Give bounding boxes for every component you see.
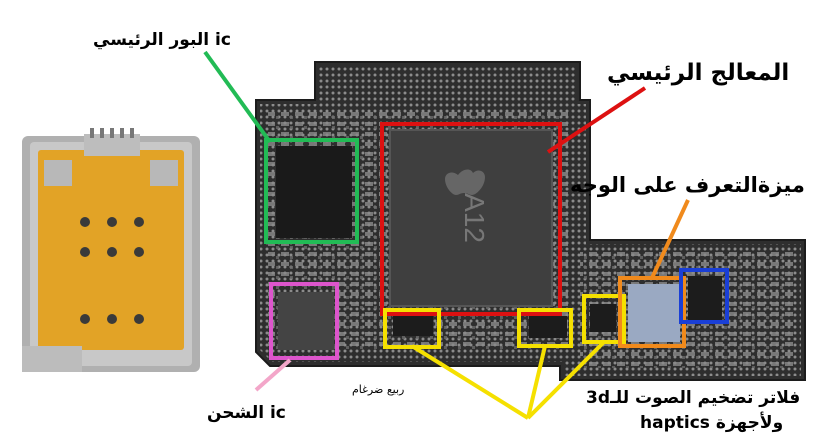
credit-label: ربيع ضرغام	[352, 383, 405, 396]
audio-amp-chip-1	[393, 316, 433, 336]
a12-processor-chip: A12	[389, 129, 553, 307]
power-ic-chip	[276, 146, 352, 238]
sim-tray-connector	[22, 128, 200, 372]
face-id-chip-2	[688, 276, 722, 320]
charging-ic-chip	[278, 292, 334, 350]
face-id-blue-box	[679, 268, 729, 324]
power-ic-label: ic البور الرئيسي	[93, 30, 231, 50]
audio-amp-chip-3	[590, 304, 616, 332]
charging-ic-box	[269, 282, 339, 360]
face-id-label: ميزةالتعرف على الوجه	[570, 173, 805, 197]
pointer-lines	[203, 50, 690, 420]
audio-amp-label-line2: ولأجهزة haptics	[640, 413, 784, 433]
audio-amp-label-line1: فلاتر تضخيم الصوت للـ3d	[586, 388, 801, 408]
charging-ic-label: ic الشحن	[207, 403, 286, 423]
power-ic-box	[264, 138, 359, 244]
cpu-box	[380, 122, 562, 316]
audio-amp-chip-2	[529, 316, 567, 338]
face-id-chip	[628, 284, 680, 342]
chip-marking: A12	[459, 193, 490, 243]
main-processor-label: المعالج الرئيسي	[607, 60, 790, 86]
